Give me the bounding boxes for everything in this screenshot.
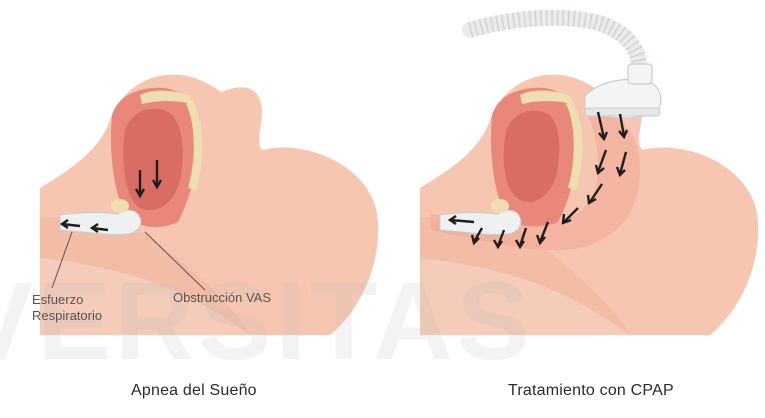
cpap-mask-strap bbox=[585, 108, 660, 116]
left-airway-obstruction bbox=[60, 210, 141, 234]
cpap-connector bbox=[628, 64, 652, 84]
obstruction-label: Obstrucción VAS bbox=[173, 290, 271, 306]
respiratory-effort-label: Esfuerzo Respiratorio bbox=[32, 292, 102, 324]
left-tongue bbox=[123, 109, 182, 211]
right-hyoid bbox=[491, 199, 509, 213]
respiratory-effort-line1: Esfuerzo bbox=[32, 292, 102, 308]
respiratory-effort-line2: Respiratorio bbox=[32, 308, 102, 324]
left-hyoid bbox=[111, 199, 129, 213]
left-panel-caption: Apnea del Sueño bbox=[131, 382, 257, 400]
right-panel-caption: Tratamiento con CPAP bbox=[508, 382, 674, 400]
cpap-tube bbox=[470, 18, 640, 72]
